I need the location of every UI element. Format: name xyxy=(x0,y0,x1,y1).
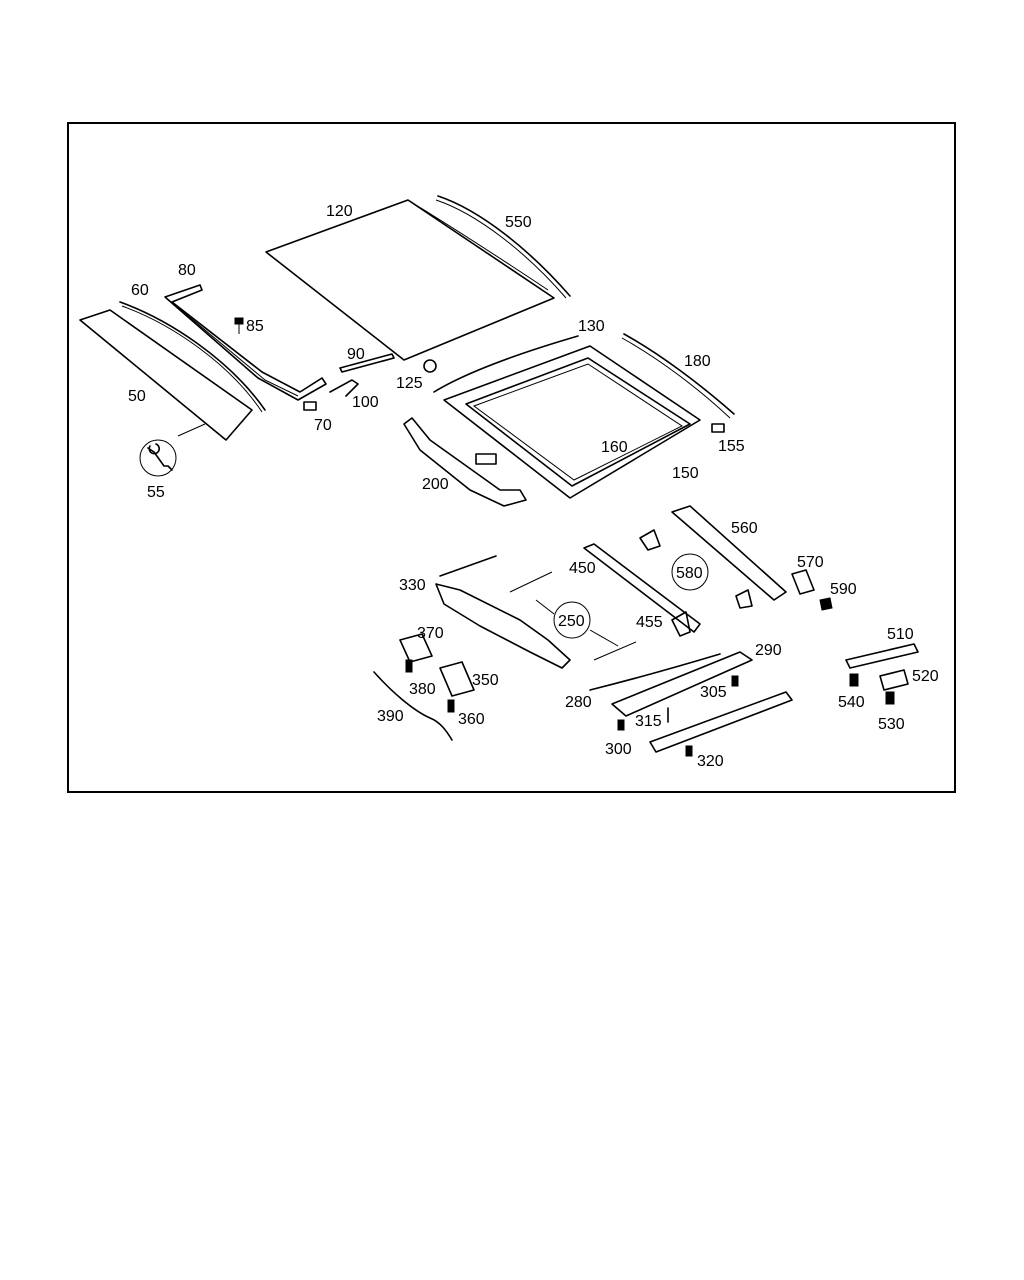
part-530-screw xyxy=(885,691,895,705)
part-80-frame xyxy=(164,284,327,401)
label-330: 330 xyxy=(399,577,426,594)
part-380-screw xyxy=(405,659,413,673)
label-100: 100 xyxy=(352,394,379,411)
part-180-seal xyxy=(623,333,735,415)
part-550-seal xyxy=(437,195,571,297)
label-70: 70 xyxy=(314,417,332,434)
label-200: 200 xyxy=(422,476,449,493)
label-85: 85 xyxy=(246,318,264,335)
label-380: 380 xyxy=(409,681,436,698)
label-160: 160 xyxy=(601,439,628,456)
part-155-block xyxy=(711,423,725,433)
label-560: 560 xyxy=(731,520,758,537)
label-320: 320 xyxy=(697,753,724,770)
label-510: 510 xyxy=(887,626,914,643)
part-300-screw xyxy=(617,719,625,731)
part-290-rail xyxy=(611,651,753,717)
part-350-motor xyxy=(439,661,475,697)
part-560-rail xyxy=(671,505,787,601)
part-305-screw xyxy=(731,675,739,687)
label-390: 390 xyxy=(377,708,404,725)
part-330-frame xyxy=(435,583,571,669)
part-125-fitting xyxy=(423,359,437,373)
part-200-tab xyxy=(475,453,497,465)
label-125: 125 xyxy=(396,375,423,392)
label-580: 580 xyxy=(676,565,703,582)
part-370-cover xyxy=(399,633,433,663)
label-280: 280 xyxy=(565,694,592,711)
label-450: 450 xyxy=(569,560,596,577)
label-570: 570 xyxy=(797,554,824,571)
label-150: 150 xyxy=(672,465,699,482)
part-90-strip xyxy=(339,353,395,373)
label-290: 290 xyxy=(755,642,782,659)
label-455: 455 xyxy=(636,614,663,631)
part-580-bracket-b xyxy=(735,589,753,609)
label-590: 590 xyxy=(830,581,857,598)
diagram-frame xyxy=(67,122,956,793)
wrench-icon xyxy=(147,443,173,471)
label-130: 130 xyxy=(578,318,605,335)
label-155: 155 xyxy=(718,438,745,455)
part-130-seal xyxy=(433,335,579,393)
label-530: 530 xyxy=(878,716,905,733)
part-320-rail xyxy=(649,691,793,753)
label-300: 300 xyxy=(605,741,632,758)
part-520-bracket xyxy=(879,669,909,691)
wrench-circle xyxy=(139,439,177,477)
label-50: 50 xyxy=(128,388,146,405)
part-60-seal xyxy=(119,301,266,411)
label-55: 55 xyxy=(147,484,165,501)
label-540: 540 xyxy=(838,694,865,711)
label-120: 120 xyxy=(326,203,353,220)
part-540-screw xyxy=(849,673,859,687)
part-450-rail xyxy=(583,543,701,633)
part-70-block xyxy=(303,401,317,411)
part-455-bracket xyxy=(671,611,691,637)
callout-250-circle xyxy=(553,601,591,639)
part-510-strip xyxy=(845,643,919,669)
label-250: 250 xyxy=(558,613,585,630)
label-180: 180 xyxy=(684,353,711,370)
label-370: 370 xyxy=(417,625,444,642)
label-520: 520 xyxy=(912,668,939,685)
callout-580-circle xyxy=(671,553,709,591)
part-570-bracket xyxy=(791,569,815,595)
part-580-bracket-a xyxy=(639,529,661,551)
part-85-screw xyxy=(234,317,244,325)
part-360-screw xyxy=(447,699,455,713)
part-120-roof-panel xyxy=(265,199,555,361)
part-320-screw xyxy=(685,745,693,757)
label-80: 80 xyxy=(178,262,196,279)
part-150-frame xyxy=(443,345,701,499)
label-60: 60 xyxy=(131,282,149,299)
part-390-cable xyxy=(373,671,453,741)
label-315: 315 xyxy=(635,713,662,730)
label-305: 305 xyxy=(700,684,727,701)
part-590-clip xyxy=(819,597,833,611)
label-350: 350 xyxy=(472,672,499,689)
label-360: 360 xyxy=(458,711,485,728)
part-200-crossmember xyxy=(403,417,527,507)
label-550: 550 xyxy=(505,214,532,231)
part-280-cable xyxy=(589,653,721,691)
part-100-bracket xyxy=(329,379,359,397)
label-90: 90 xyxy=(347,346,365,363)
part-160-frame xyxy=(465,357,691,487)
part-50-panel xyxy=(79,309,253,441)
